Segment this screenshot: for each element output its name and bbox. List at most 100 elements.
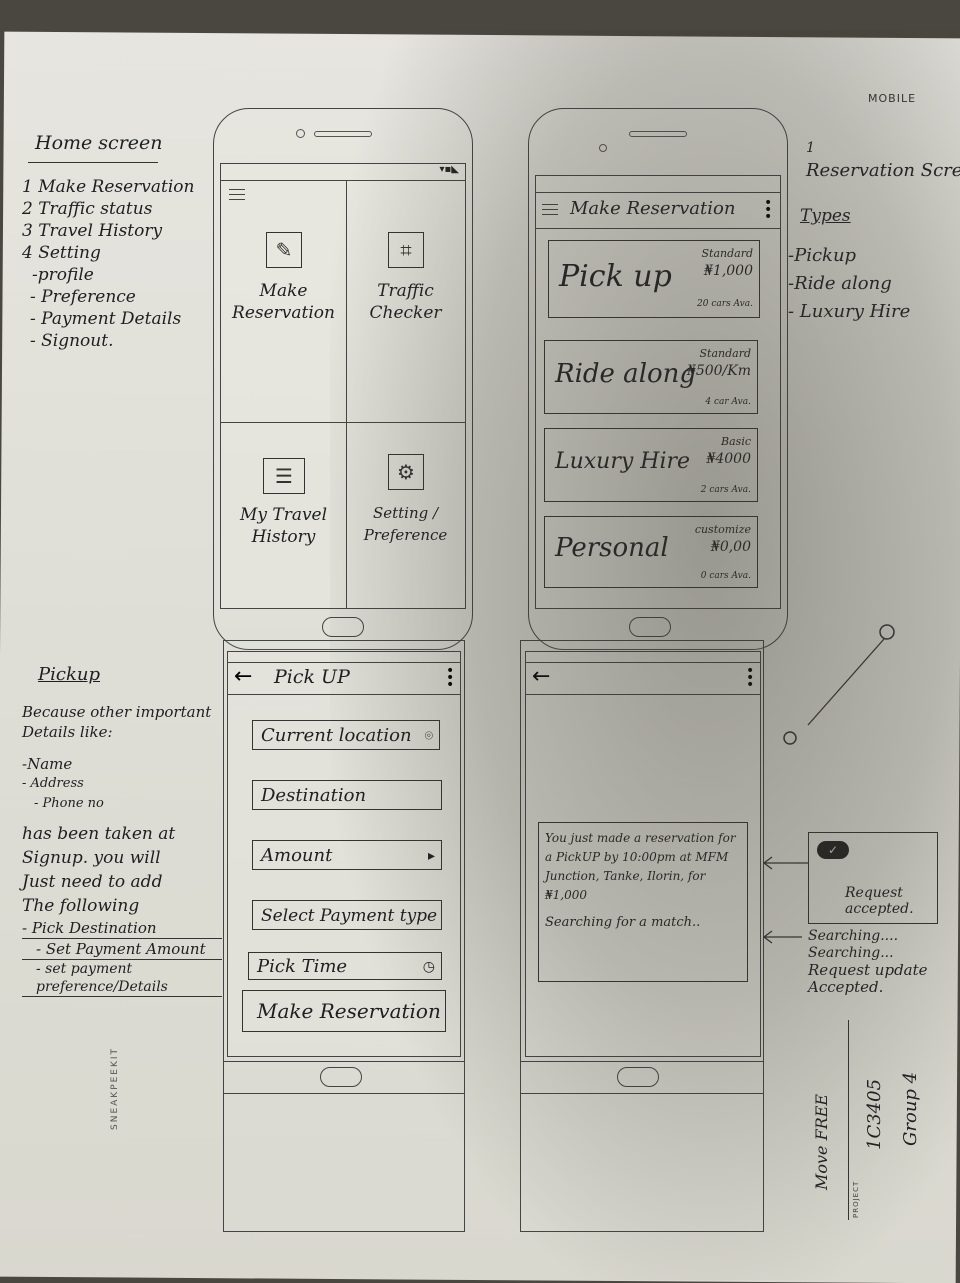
corner-label: MOBILE (868, 92, 917, 105)
pick-time-field[interactable]: Pick Time◷ (248, 952, 442, 980)
tile-setting-preference[interactable]: ⚙ Setting / Preference (346, 422, 465, 608)
underline (28, 162, 158, 163)
hamburger-menu-icon[interactable] (542, 202, 558, 215)
hamburger-menu-icon[interactable] (229, 186, 245, 200)
card-name: Personal (555, 533, 669, 563)
bezel-line (521, 1061, 763, 1062)
project-name: Move FREE (812, 1093, 831, 1190)
confirmation-message: You just made a reservation for a PickUP… (545, 831, 736, 902)
camera-dot (296, 129, 305, 138)
status-bar (228, 652, 460, 663)
screen-title: Make Reservation (570, 198, 736, 219)
pickup-screen: ← Pick UP ••• Current location⌾ Destinat… (227, 651, 461, 1057)
card-price: ₦0,00 (710, 539, 751, 555)
app-bar: Make Reservation ••• (536, 192, 780, 229)
clock-icon: ◷ (422, 959, 435, 975)
app-bar: ← Pick UP ••• (228, 662, 460, 695)
card-name: Luxury Hire (555, 449, 691, 474)
gear-icon: ⚙ (388, 454, 424, 490)
tile-travel-history[interactable]: ☰ My Travel History (221, 422, 346, 608)
card-availability: 4 car Ava. (705, 397, 751, 407)
camera-dot (599, 144, 607, 152)
home-button[interactable] (617, 1067, 659, 1087)
bezel-line (521, 1093, 763, 1094)
status-notes: Searching.... Searching... Request updat… (808, 928, 928, 996)
amount-field[interactable]: Amount▸ (252, 840, 442, 870)
signature-divider (848, 1020, 849, 1220)
card-price: ₦500/Km (686, 363, 751, 379)
tile-label: Make Reservation (232, 281, 335, 323)
phone-reservation: Make Reservation ••• Pick up Standard ₦1… (528, 108, 788, 650)
card-luxury-hire[interactable]: Luxury Hire Basic ₦4000 2 cars Ava. (544, 428, 758, 502)
searching-status: Searching for a match.. (545, 915, 701, 930)
reservation-notes-title: Reservation Screen (806, 160, 960, 181)
card-price: ₦4000 (706, 451, 751, 467)
more-menu-icon[interactable]: ••• (746, 663, 755, 693)
pencil-icon: ✎ (266, 232, 302, 268)
phone-pickup: ← Pick UP ••• Current location⌾ Destinat… (223, 640, 465, 1232)
pickup-notes-title: Pickup (38, 664, 100, 685)
home-button[interactable] (629, 617, 671, 637)
home-notes-title: Home screen (35, 132, 163, 154)
screen-title: Pick UP (274, 666, 350, 688)
home-notes-list: 1 Make Reservation 2 Traffic status 3 Tr… (22, 177, 195, 351)
card-tier: Basic (721, 435, 751, 448)
student-id: 1C3405 (864, 1078, 885, 1150)
make-reservation-button[interactable]: Make Reservation (242, 990, 446, 1032)
tile-make-reservation[interactable]: ✎ Make Reservation (221, 180, 346, 422)
card-availability: 20 cars Ava. (697, 299, 753, 309)
card-availability: 0 cars Ava. (700, 571, 751, 581)
request-accepted-popup: ✓ Request accepted. (808, 832, 938, 924)
speaker-grille (629, 131, 687, 137)
tile-label: My Travel History (239, 505, 328, 547)
tile-label: Traffic Checker (369, 281, 442, 323)
home-button[interactable] (322, 617, 364, 637)
project-label: PROJECT (852, 1180, 860, 1218)
location-pin-icon: ⌾ (424, 728, 433, 744)
back-arrow-icon[interactable]: ← (234, 664, 253, 689)
magnify-circle-top (879, 624, 895, 640)
status-bar: ▾▪◣ (221, 164, 465, 181)
more-menu-icon[interactable]: ••• (764, 195, 773, 225)
card-availability: 2 cars Ava. (700, 485, 751, 495)
annotation-arrows (762, 624, 895, 944)
more-menu-icon[interactable]: ••• (446, 663, 455, 693)
types-label: Types (800, 206, 851, 226)
grid-divider-h (221, 422, 465, 423)
card-pickup[interactable]: Pick up Standard ₦1,000 20 cars Ava. (548, 240, 760, 318)
types-list: -Pickup -Ride along - Luxury Hire (788, 245, 911, 322)
tile-label: Setting / Preference (363, 504, 448, 544)
payment-type-select[interactable]: Select Payment type (252, 900, 442, 930)
current-location-field[interactable]: Current location⌾ (252, 720, 440, 750)
card-tier: customize (694, 523, 751, 536)
card-personal[interactable]: Personal customize ₦0,00 0 cars Ava. (544, 516, 758, 588)
home-button[interactable] (320, 1067, 362, 1087)
map-icon: ⌗ (388, 232, 424, 268)
speaker-grille (314, 131, 372, 137)
popup-text: Request accepted. (845, 885, 914, 917)
card-ride-along[interactable]: Ride along Standard ₦500/Km 4 car Ava. (544, 340, 758, 414)
grid-divider-v (346, 180, 347, 608)
back-arrow-icon[interactable]: ← (532, 664, 551, 689)
destination-field[interactable]: Destination (252, 780, 442, 810)
group-name: Group 4 (900, 1071, 921, 1146)
phone-home: ▾▪◣ ✎ Make Reservation ⌗ Traffic Checker… (213, 108, 473, 650)
magnify-circle-bottom (783, 731, 797, 745)
card-name: Ride along (555, 359, 697, 389)
status-bar (526, 652, 760, 663)
home-screen: ▾▪◣ ✎ Make Reservation ⌗ Traffic Checker… (220, 163, 466, 609)
connector-line (807, 638, 885, 726)
card-price: ₦1,000 (704, 263, 753, 279)
card-tier: Standard (699, 347, 752, 360)
pickup-notes-body: Because other important Details like: -N… (22, 702, 222, 997)
brand-label: SNEAKPEEKIT (110, 1046, 120, 1130)
bezel-line (224, 1061, 464, 1062)
confirmation-screen: ← ••• You just made a reservation for a … (525, 651, 761, 1057)
check-toggle-icon: ✓ (817, 841, 849, 859)
phone-confirmation: ← ••• You just made a reservation for a … (520, 640, 764, 1232)
status-bar (536, 176, 780, 193)
card-name: Pick up (559, 259, 672, 294)
reservation-screen: Make Reservation ••• Pick up Standard ₦1… (535, 175, 781, 609)
app-bar: ← ••• (526, 662, 760, 695)
tile-traffic-checker[interactable]: ⌗ Traffic Checker (346, 180, 465, 422)
